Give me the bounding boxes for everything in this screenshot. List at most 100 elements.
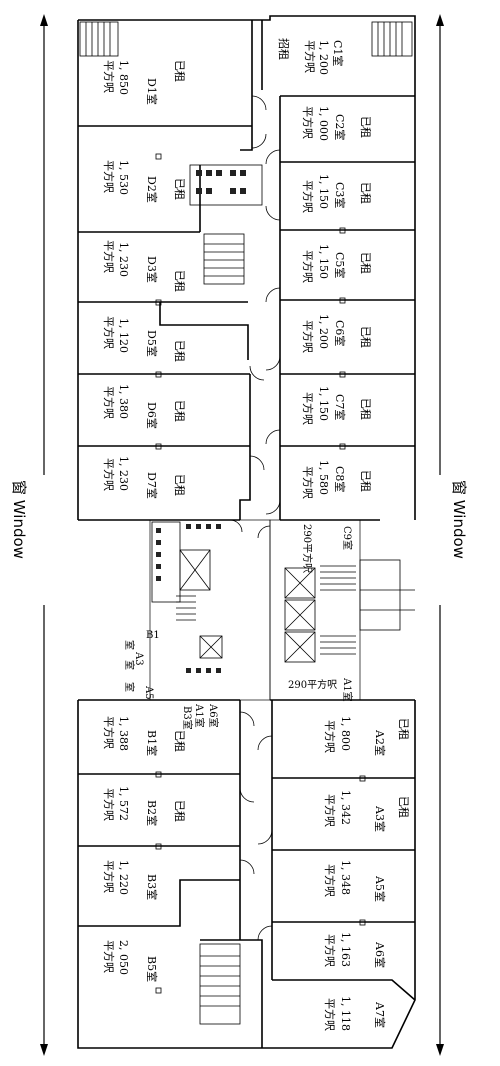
room-unit: 平方呎 [303, 40, 317, 73]
label-b3: B3室 [181, 706, 194, 730]
door-swings [229, 95, 281, 941]
right-partitions [261, 20, 415, 521]
room-name: C6室 [333, 320, 347, 346]
room-unit: 平方呎 [301, 180, 315, 213]
room-name: B5室 [145, 956, 159, 982]
room-unit: 平方呎 [102, 458, 116, 491]
room-name: A1室 [341, 677, 354, 702]
room-name: C2室 [333, 114, 347, 140]
room-status: 已租 [173, 730, 186, 752]
room-area: 1, 850 [117, 60, 130, 95]
room-a1: A1室 290平方呎 [288, 677, 354, 702]
room-area: 290平方呎 [288, 678, 337, 691]
room-area: 2, 050 [117, 940, 130, 975]
room-name: A2室 [373, 729, 387, 756]
room-area: 1, 200 [317, 314, 330, 349]
stair-mid-left [203, 233, 245, 285]
room-name: B1室 [145, 730, 159, 756]
room-area: 1, 348 [339, 860, 352, 895]
room-name: A3室 [373, 805, 387, 832]
room-unit: 平方呎 [301, 320, 315, 353]
room-a2: 已租 A2室 1, 800 平方呎 [323, 716, 410, 756]
room-area: 290平方呎 [301, 524, 314, 573]
left-partitions [78, 20, 253, 521]
room-area: 1, 572 [117, 786, 130, 821]
room-status: 已租 [359, 116, 372, 138]
stair-top-right [371, 21, 413, 57]
room-unit: 平方呎 [323, 720, 337, 753]
room-status: 已租 [359, 252, 372, 274]
core-stairs [176, 565, 356, 655]
core-label-stack-a: A1室 A6室 B3室 [181, 703, 220, 730]
room-area: 1, 530 [117, 160, 130, 195]
room-d5: 1, 120 平方呎 D5室 已租 [102, 316, 186, 362]
room-area: 1, 380 [117, 384, 130, 419]
room-markers [155, 153, 366, 994]
room-c8: 已租 C8室 1, 580 平方呎 [301, 460, 372, 499]
room-status: 已租 [359, 398, 372, 420]
room-c2: 已租 C2室 1, 000 平方呎 [301, 106, 372, 141]
room-b1: 1, 388 平方呎 B1室 已租 [102, 716, 186, 756]
room-a7: A7室 1, 118 平方呎 [323, 996, 387, 1031]
room-d7: 1, 230 平方呎 D7室 已租 [102, 456, 186, 499]
room-d3: 1, 230 平方呎 D3室 已租 [102, 240, 186, 292]
room-status: 已租 [173, 400, 186, 422]
room-area: 1, 388 [117, 716, 130, 751]
label-a1: A1室 [193, 703, 206, 728]
room-status: 已租 [397, 796, 410, 818]
room-area: 1, 580 [317, 460, 330, 495]
room-name: D3室 [145, 256, 159, 283]
room-name: C1室 [331, 40, 345, 66]
room-name: D1室 [145, 78, 159, 105]
room-name: C5室 [333, 252, 347, 278]
room-area: 1, 000 [317, 106, 330, 141]
room-unit: 平方呎 [323, 998, 337, 1031]
room-area: 1, 230 [117, 242, 130, 277]
room-name: C3室 [333, 182, 347, 208]
room-d6: 1, 380 平方呎 D6室 已租 [102, 384, 186, 429]
room-name: C7室 [333, 394, 347, 420]
room-unit: 平方呎 [102, 160, 116, 193]
room-name: C9室 [341, 526, 354, 550]
room-area: 1, 800 [339, 716, 352, 751]
room-area: 1, 118 [339, 996, 352, 1031]
room-name: D7室 [145, 472, 159, 499]
label-room-2: 室 [123, 660, 136, 670]
room-unit: 平方呎 [102, 240, 116, 273]
room-c9: C9室 290平方呎 [301, 524, 354, 573]
room-status: 已租 [173, 800, 186, 822]
room-b2: 1, 572 平方呎 B2室 已租 [102, 786, 186, 826]
room-area: 1, 342 [339, 790, 352, 825]
room-unit: 平方呎 [323, 934, 337, 967]
room-status: 已租 [173, 340, 186, 362]
label-a5: A5 [143, 685, 154, 700]
room-c5: 已租 C5室 1, 150 平方呎 [301, 244, 372, 283]
room-name: D5室 [145, 330, 159, 357]
room-unit: 平方呎 [323, 794, 337, 827]
room-unit: 平方呎 [102, 316, 116, 349]
room-unit: 平方呎 [301, 250, 315, 283]
room-name: D6室 [145, 402, 159, 429]
room-name: C8室 [333, 466, 347, 492]
room-name: D2室 [145, 176, 159, 203]
room-area: 1, 220 [117, 860, 130, 895]
stair-bottom-left [199, 943, 241, 1025]
room-name: B3室 [145, 874, 159, 900]
room-status: 已租 [359, 326, 372, 348]
room-c7: 已租 C7室 1, 150 平方呎 [301, 386, 372, 425]
room-unit: 平方呎 [301, 392, 315, 425]
room-status: 已租 [173, 178, 186, 200]
room-status: 已租 [397, 718, 410, 740]
room-a5: A5室 1, 348 平方呎 [323, 860, 387, 902]
room-unit: 平方呎 [102, 788, 116, 821]
room-status: 已租 [173, 474, 186, 496]
room-c6: 已租 C6室 1, 200 平方呎 [301, 314, 372, 353]
room-unit: 平方呎 [102, 716, 116, 749]
room-c1: C1室 1, 200 平方呎 招租 [277, 38, 345, 75]
room-area: 1, 150 [317, 244, 330, 279]
room-unit: 平方呎 [102, 860, 116, 893]
room-status: 已租 [359, 182, 372, 204]
washroom-upper [189, 164, 263, 206]
room-area: 1, 120 [117, 318, 130, 353]
